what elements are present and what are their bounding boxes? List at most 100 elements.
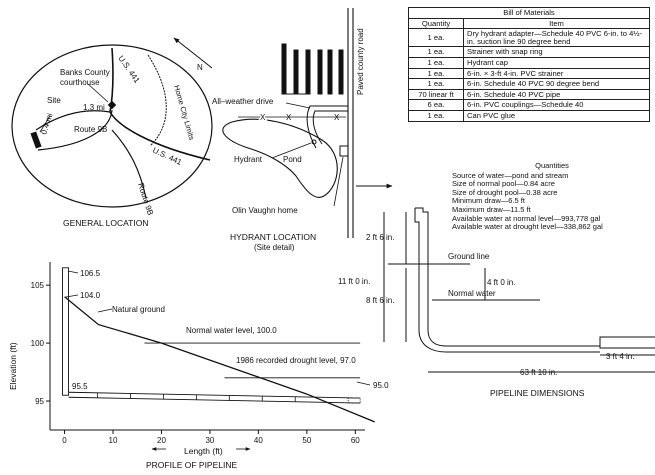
profile-label-95-5: 95.5 — [72, 382, 88, 391]
bom-item-cell: 6-in. Schedule 40 PVC pipe — [463, 88, 650, 101]
bom-quantity-cell: 6 ea. — [408, 99, 464, 111]
pipeline-dimensions-drawing — [383, 207, 655, 373]
profile-x-tick-label: 50 — [302, 436, 311, 445]
bom-row: 1 ea.6-in. Schedule 40 PVC 90 degree ben… — [408, 78, 650, 90]
fence-x-1-label: X — [260, 113, 266, 122]
profile-label-95-0: 95.0 — [373, 381, 389, 390]
building-5 — [327, 49, 333, 95]
building-1 — [281, 43, 287, 95]
site-marker — [30, 131, 42, 149]
profile-label-natural-ground: Natural ground — [112, 305, 165, 314]
profile-label-drought: 1986 recorded drought level, 97.0 — [236, 356, 356, 365]
bom-item-cell: 6-in. × 3-ft 4-in. PVC strainer — [463, 67, 650, 80]
profile-104-pointer — [65, 294, 79, 298]
bom-row: 1 ea.Hydrant cap — [408, 56, 650, 69]
north-arrow — [173, 37, 213, 69]
profile-label-104-0: 104.0 — [80, 291, 101, 300]
profile-y-tick-label: 100 — [31, 339, 45, 348]
building-2 — [293, 49, 299, 95]
label-banks-courthouse-1: Banks County — [60, 68, 110, 77]
label-dist-13: 1.3 mi — [83, 103, 105, 112]
quantity-line: Minimum draw—6.5 ft — [452, 196, 525, 206]
profile-y-tick-label: 95 — [35, 397, 44, 406]
label-us441-right: U.S. 441 — [151, 146, 184, 168]
bom-quantity-cell: 1 ea. — [408, 109, 464, 122]
bom-quantity-cell: 70 linear ft — [408, 88, 464, 101]
general-location-map — [11, 37, 213, 208]
courthouse-pointer — [87, 83, 109, 103]
us441-road — [109, 47, 211, 161]
hydrant-pointer — [271, 142, 312, 159]
all-weather-drive-inner — [312, 110, 348, 145]
fence-x-3-label: X — [334, 113, 340, 122]
profile-label-106-5: 106.5 — [80, 269, 101, 278]
quantity-line: Maximum draw—11.5 ft — [452, 204, 531, 214]
bom-item-cell: Dry hydrant adapter—Schedule 40 PVC 6-in… — [463, 28, 650, 48]
label-north: N — [197, 63, 203, 72]
quantity-line: Size of drought pool—0.38 acre — [452, 187, 558, 197]
quantity-line: Available water at drought level—338,862… — [452, 222, 603, 232]
profile-x-tick-label: 60 — [351, 436, 360, 445]
bom-item-cell: Strainer with snap ring — [463, 46, 650, 58]
label-olin-vaughn-home: Olin Vaughn home — [232, 206, 298, 215]
route-9b-road — [37, 109, 113, 151]
profile-y-tick-label: 105 — [31, 281, 45, 290]
pond-outline — [222, 118, 338, 198]
profile-riser-pipe — [62, 267, 69, 396]
profile-x-tick-label: 40 — [254, 436, 263, 445]
fence-x-1: X — [260, 113, 266, 122]
profile-x-tick-label: 20 — [157, 436, 166, 445]
pipeline-dimensions-caption: PIPELINE DIMENSIONS — [490, 388, 585, 398]
label-all-weather-drive: All–weather drive — [212, 97, 274, 106]
building-3 — [305, 49, 311, 95]
courthouse-marker — [107, 100, 117, 110]
bom-item-cell: Hydrant cap — [463, 56, 650, 69]
strainer-box — [599, 336, 655, 349]
profile-y-label: Elevation (ft) — [8, 342, 18, 390]
riser-pipe-outline — [415, 207, 600, 347]
bom-quantity-cell: 1 ea. — [408, 28, 464, 48]
location-circle — [11, 44, 213, 208]
label-3ft4: 3 ft 4 in. — [606, 352, 634, 361]
label-2ft6: 2 ft 6 in. — [366, 233, 394, 242]
label-us441-top: U.S. 441 — [116, 54, 142, 85]
site-pointer — [39, 115, 51, 133]
bill-of-materials-table: Bill of Materials Quantity Item 1 ea.Dry… — [408, 7, 650, 122]
drive-pointer — [285, 102, 311, 109]
label-route-9b-lower: Route 9B — [136, 182, 155, 217]
label-route-9b: Route 9B — [74, 125, 107, 134]
profile-95-pointer — [356, 381, 371, 386]
city-limits-line — [147, 54, 167, 147]
quantity-line: Source of water—pond and stream — [452, 170, 569, 180]
bom-quantity-cell: 1 ea. — [408, 56, 464, 69]
bom-quantity-cell: 1 ea. — [408, 78, 464, 90]
bom-item-cell: 6-in. Schedule 40 PVC 90 degree bend — [463, 78, 650, 90]
all-weather-drive-outer — [306, 105, 348, 149]
profile-caption: PROFILE OF PIPELINE — [146, 460, 237, 470]
quantities-block: Quantities Source of water—pond and stre… — [452, 161, 652, 232]
hydrant-location-caption-1: HYDRANT LOCATION — [230, 232, 316, 242]
bom-header-quantity: Quantity — [408, 17, 464, 30]
profile-106-pointer — [67, 270, 79, 274]
fence-x-2-label: X — [286, 113, 292, 122]
bom-row: 1 ea.Dry hydrant adapter—Schedule 40 PVC… — [408, 28, 650, 48]
label-4ft: 4 ft 0 in. — [487, 278, 515, 287]
label-city-limits: Home City Limits — [172, 84, 196, 141]
profile-x-tick-label: 30 — [205, 436, 214, 445]
home-pointer — [333, 156, 344, 207]
bom-body: 1 ea.Dry hydrant adapter—Schedule 40 PVC… — [408, 28, 650, 122]
vaughn-home — [339, 145, 349, 157]
label-ground-line: Ground line — [448, 252, 490, 261]
label-11ft: 11 ft 0 in. — [338, 277, 370, 286]
building-6 — [338, 49, 344, 95]
route-9b-lower-road — [111, 129, 147, 199]
hydrant-site-plan — [222, 8, 393, 238]
bom-quantity-cell: 1 ea. — [408, 67, 464, 80]
riser-pipe-inner — [414, 208, 600, 353]
profile-label-normal-water: Normal water level, 100.0 — [186, 326, 277, 335]
profile-x-tick-label: 10 — [109, 436, 118, 445]
